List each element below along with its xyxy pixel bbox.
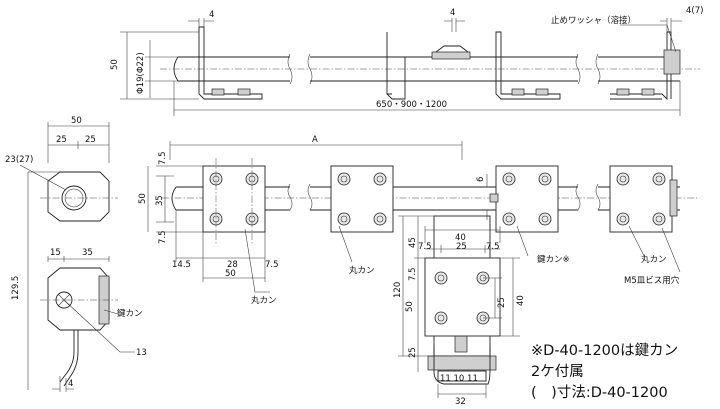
- front-dim-50b: 50: [225, 269, 236, 279]
- detail-dim-45: 45: [408, 237, 418, 248]
- detail-dim-25b: 25: [408, 347, 418, 358]
- front-label-marukan2: 丸カン: [349, 265, 375, 276]
- detail-dim-50: 50: [405, 301, 415, 312]
- detail-dim-25: 25: [456, 242, 467, 252]
- front-dim-35: 35: [155, 195, 165, 206]
- side-dim-35: 35: [82, 248, 93, 258]
- detail-dim-120: 120: [393, 282, 403, 298]
- side-dim-13: 13: [136, 348, 147, 358]
- front-dim-7-5b: 7.5: [158, 230, 168, 244]
- note-line-2: 2ケ付属: [531, 363, 584, 380]
- detail-dim-bottom: 11 10 11: [440, 374, 478, 384]
- notes: ※D-40-1200は鍵カン 2ケ付属 ( )寸法:D-40-1200: [531, 342, 678, 401]
- top-dim-50: 50: [110, 59, 120, 70]
- front-dim-14-5: 14.5: [172, 260, 191, 270]
- front-dim-A: A: [312, 135, 318, 145]
- side-dim-25a: 25: [56, 135, 67, 145]
- front-dim-7-5a: 7.5: [158, 151, 168, 165]
- keeper-detail-view: 40 7.5 25 7.5 120 45 7.5 50 25 40 25 11 …: [393, 215, 526, 407]
- front-label-m5: M5皿ビス用穴: [624, 275, 680, 286]
- side-dim-129: 129.5: [11, 276, 21, 300]
- detail-dim-7-5a: 7.5: [418, 242, 432, 252]
- detail-dim-7-5b: 7.5: [486, 242, 500, 252]
- top-dim-4-mid: 4: [450, 8, 455, 18]
- side-view: 50 25 25 23(27) 15 35 129.5 13 鍵カン 4: [5, 116, 147, 392]
- side-label-keykan: 鍵カン: [117, 308, 143, 319]
- top-view: 4 4 4(7) 50 Φ19(Φ22) 650・900・1200 止めワッシャ…: [110, 6, 703, 116]
- front-label-marukan3: 丸カン: [641, 254, 667, 265]
- detail-dim-40b: 40: [516, 295, 526, 306]
- front-view: A 7.5 50 35 7.5 14.5 28 7.5 50 丸カン: [138, 135, 700, 306]
- front-dim-7-5c: 7.5: [265, 260, 279, 270]
- side-dim-4: 4: [68, 379, 73, 389]
- note-line-1: ※D-40-1200は鍵カン: [531, 342, 678, 359]
- front-label-marukan1: 丸カン: [251, 295, 277, 306]
- side-dim-25b: 25: [85, 135, 96, 145]
- side-dim-15: 15: [50, 248, 61, 258]
- detail-dim-25c: 25: [497, 297, 507, 308]
- detail-dim-40: 40: [455, 233, 466, 243]
- front-dim-28: 28: [227, 260, 238, 270]
- top-dim-length: 650・900・1200: [376, 100, 447, 110]
- detail-dim-32: 32: [455, 397, 466, 407]
- front-dim-50: 50: [138, 193, 148, 204]
- top-label-washer: 止めワッシャ（溶接）: [551, 15, 636, 26]
- detail-dim-7-5c: 7.5: [408, 267, 418, 281]
- top-dim-4-left: 4: [209, 10, 214, 20]
- side-dim-23: 23(27): [5, 155, 33, 165]
- note-line-3: ( )寸法:D-40-1200: [531, 384, 668, 401]
- top-dim-4-right: 4(7): [686, 6, 703, 16]
- side-dim-50: 50: [71, 116, 82, 126]
- front-dim-6: 6: [476, 177, 486, 182]
- top-dim-phi: Φ19(Φ22): [136, 52, 146, 94]
- front-label-keykan: 鍵カン※: [537, 254, 570, 265]
